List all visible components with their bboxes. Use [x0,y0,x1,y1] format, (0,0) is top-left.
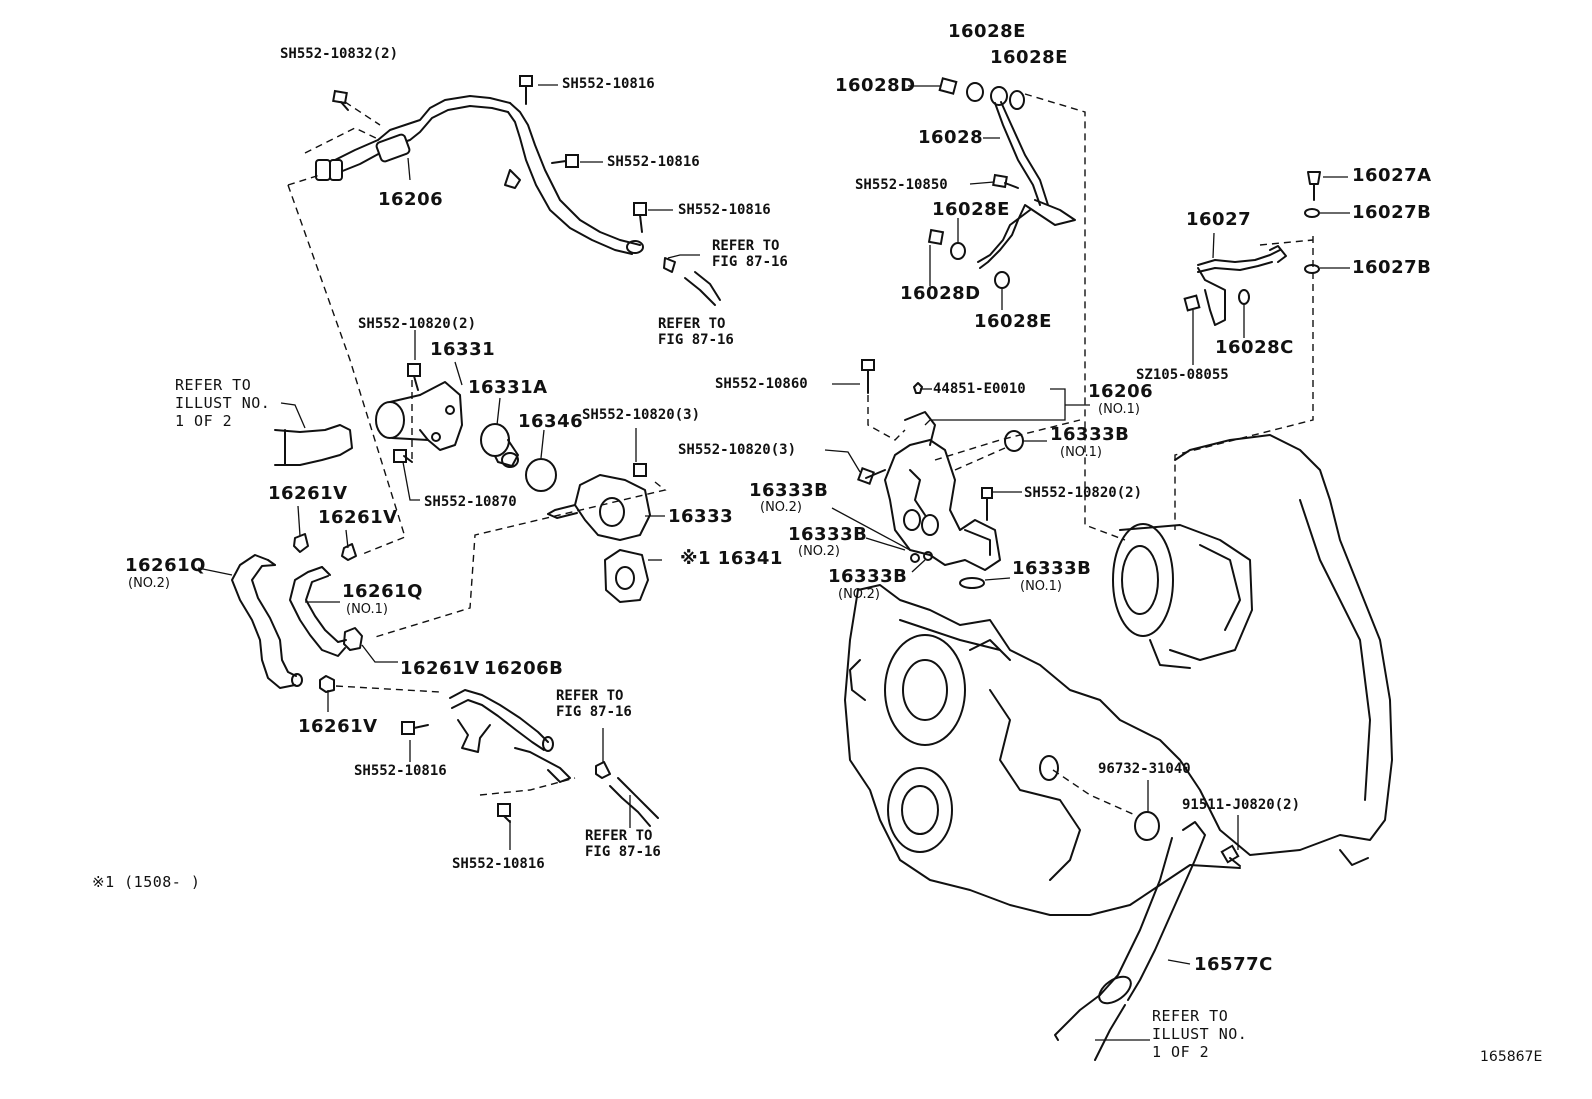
callout-16028e-c[interactable]: 16028E [932,199,1010,220]
callout-no2-b: (NO.2) [760,500,802,515]
callout-sh552-10820-2-a[interactable]: SH552-10820(2) [358,316,477,332]
water-pipe-16577c-illustration [1054,821,1206,1061]
callout-16261v-a[interactable]: 16261V [268,483,348,504]
bolt-91511 [1220,844,1241,867]
callout-16331a[interactable]: 16331A [468,377,548,398]
callout-16027b-b[interactable]: 16027B [1352,257,1432,278]
callout-16027b-a[interactable]: 16027B [1352,202,1432,223]
callout-16333b-no2-a[interactable]: 16333B [749,480,829,501]
figure-id: 165867E [1480,1049,1543,1065]
oil-pipe-16027-illustration [1183,171,1321,326]
callout-16333b-no2-c[interactable]: 16333B [828,566,908,587]
callout-16028d-a[interactable]: 16028D [835,75,916,96]
callout-sh552-10870[interactable]: SH552-10870 [424,494,517,510]
callout-16261q-no2[interactable]: 16261Q [125,555,206,576]
bolt-sh552-10860 [861,359,875,394]
callout-16028e-d[interactable]: 16028E [974,311,1052,332]
callout-sh552-10816-b[interactable]: SH552-10816 [607,154,700,170]
callout-no1-c: (NO.1) [1060,445,1102,460]
callout-no1-a: (NO.1) [346,602,388,617]
callout-sz105-08055[interactable]: SZ105-08055 [1136,367,1229,383]
callout-16206-top[interactable]: 16206 [378,189,444,210]
water-pipe-16206b-illustration [401,689,659,827]
dashed-assembly-lines [287,93,1314,816]
callout-no2-d: (NO.2) [838,587,880,602]
clamps-16261v [293,533,611,779]
callout-16028c[interactable]: 16028C [1215,337,1294,358]
callout-sh552-10860[interactable]: SH552-10860 [715,376,808,392]
water-pipe-16028-illustration [927,77,1076,289]
callout-sh552-10816-c[interactable]: SH552-10816 [678,202,771,218]
water-inlet-16331-illustration [375,363,463,463]
callout-91511-j0820-2[interactable]: 91511-J0820(2) [1182,797,1301,813]
hose-16261q-no2-illustration [231,554,335,693]
callout-sh552-10820-3-a[interactable]: SH552-10820(3) [582,407,701,423]
callout-sh552-10816-e[interactable]: SH552-10816 [452,856,545,872]
turbocharger-illustration [1112,523,1253,669]
bolt-sh552-10820-3 [857,467,886,485]
callout-16577c[interactable]: 16577C [1194,954,1273,975]
callout-sh552-10820-2-b[interactable]: SH552-10820(2) [1024,485,1143,501]
callout-sh552-10832-2[interactable]: SH552-10832(2) [280,46,399,62]
callout-no2-c: (NO.2) [798,544,840,559]
callout-sh552-10816-d[interactable]: SH552-10816 [354,763,447,779]
callout-16333b-no1-a[interactable]: 16333B [1050,424,1130,445]
callout-sh552-10816-a[interactable]: SH552-10816 [562,76,655,92]
callout-44851-e0010[interactable]: 44851-E0010 [933,381,1026,397]
callout-sh552-10820-3-b[interactable]: SH552-10820(3) [678,442,797,458]
callout-16028d-b[interactable]: 16028D [900,283,981,304]
o-ring-96732 [1134,811,1160,841]
callout-16206-no1[interactable]: 16206 [1088,381,1154,402]
hose-16261q-no1-illustration [289,566,363,657]
thermostat-16331a-illustration [480,423,519,468]
callout-16261v-c[interactable]: 16261V [400,658,480,679]
callout-16028e-a[interactable]: 16028E [948,21,1026,42]
callout-16261v-b[interactable]: 16261V [318,507,398,528]
gasket-16346 [525,458,557,492]
callout-16206b[interactable]: 16206B [484,658,564,679]
thermostat-housing-16333-illustration [547,463,651,541]
engine-block-illustration [844,434,1393,1061]
callout-16331[interactable]: 16331 [430,339,496,360]
callout-16028[interactable]: 16028 [918,127,984,148]
callout-16027a[interactable]: 16027A [1352,165,1432,186]
gasket-16341-illustration [604,549,649,603]
leader-lines [197,84,1350,1041]
callout-sh552-10850[interactable]: SH552-10850 [855,177,948,193]
callout-16028e-b[interactable]: 16028E [990,47,1068,68]
callout-16333b-no2-b[interactable]: 16333B [788,524,868,545]
callout-16333b-no1-b[interactable]: 16333B [1012,558,1092,579]
bolt-sh552-10820-2 [981,487,993,521]
water-pipe-16206-illustration [315,75,721,306]
callout-16333[interactable]: 16333 [668,506,734,527]
hose-upper-left-illustration [274,424,353,466]
callout-no1-b: (NO.1) [1098,402,1140,417]
footnote: ※1 (1508- ) [92,873,201,891]
callout-16261q-no1[interactable]: 16261Q [342,581,423,602]
callout-no2-a: (NO.2) [128,576,170,591]
callout-16341[interactable]: ※1 16341 [680,548,783,569]
callout-96732-31040[interactable]: 96732-31040 [1098,761,1191,777]
callout-16261v-d[interactable]: 16261V [298,716,378,737]
callout-16346[interactable]: 16346 [518,411,584,432]
callout-16027[interactable]: 16027 [1186,209,1252,230]
callout-no1-d: (NO.1) [1020,579,1062,594]
